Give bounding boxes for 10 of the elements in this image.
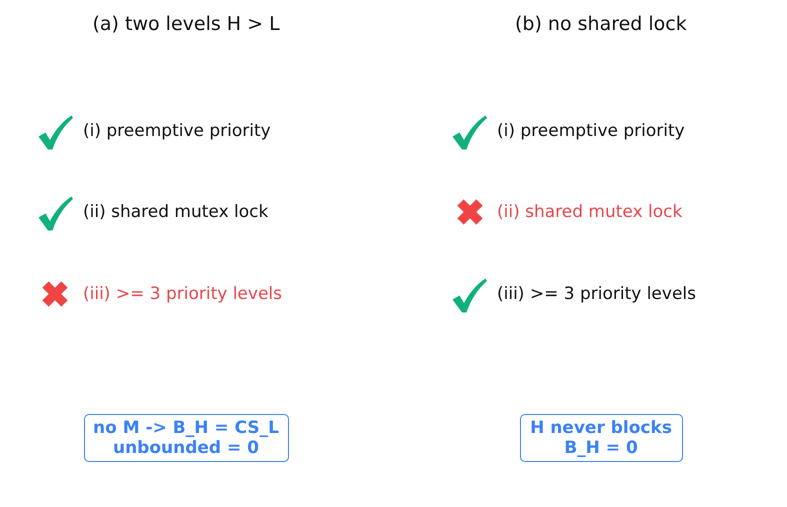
panel-title: (b) no shared lock <box>515 12 687 36</box>
result-box: H never blocks B_H = 0 <box>520 414 682 462</box>
criterion-label: (ii) shared mutex lock <box>83 201 268 223</box>
criterion-label: (i) preemptive priority <box>497 120 685 142</box>
result-box: no M -> B_H = CS_L unbounded = 0 <box>84 414 288 462</box>
criterion-label: (ii) shared mutex lock <box>497 201 682 223</box>
panel-title: (a) two levels H > L <box>92 12 280 36</box>
criterion-label: (iii) >= 3 priority levels <box>83 283 282 305</box>
criterion-label: (i) preemptive priority <box>83 120 271 142</box>
criterion-label: (iii) >= 3 priority levels <box>497 283 696 305</box>
